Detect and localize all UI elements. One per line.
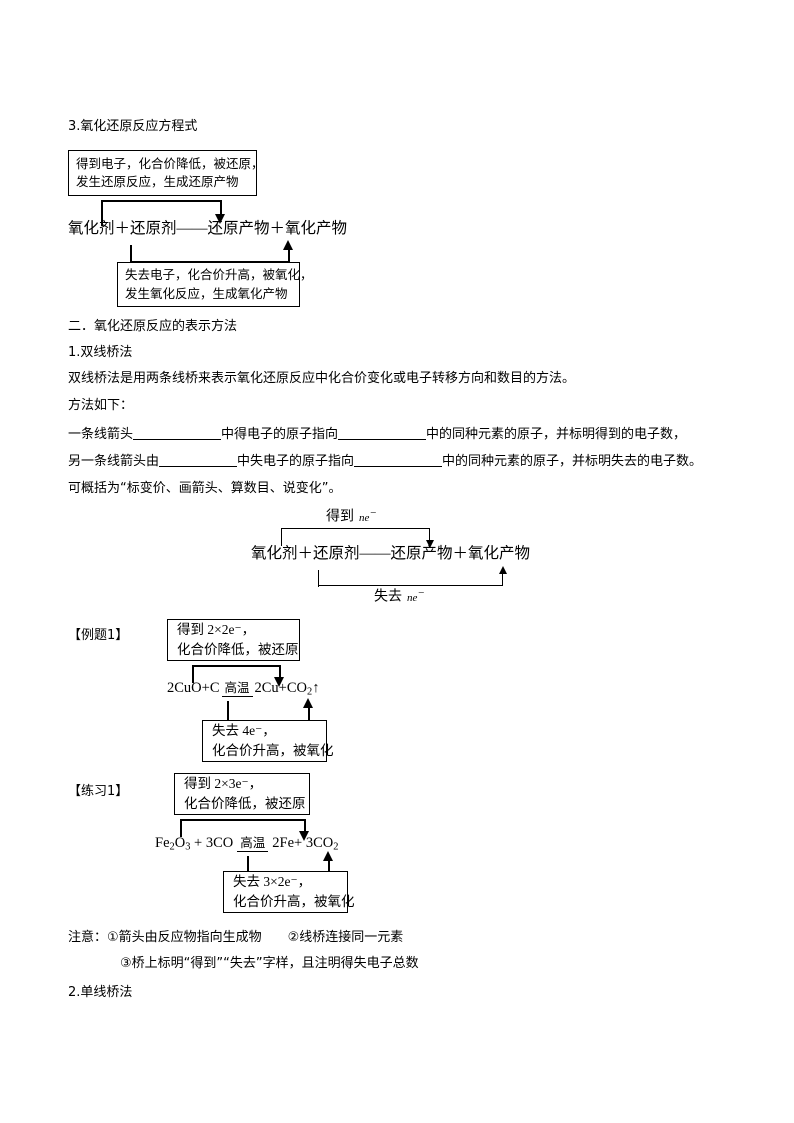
example-1-lose-line-2: 化合价升高，被氧化 (212, 743, 334, 758)
method-line-1-part-b: 中得电子的原子指向 (221, 427, 339, 442)
exercise-1-condition: 高温 (237, 836, 269, 852)
diagram2-gain-label: 得到 ne− (326, 508, 377, 525)
diagram2-lose-label: 失去 ne− (374, 588, 425, 605)
bridge-bottom-left-stem (130, 245, 132, 263)
reduction-description-box: 得到电子，化合价降低，被还原， 发生还原反应，生成还原产物 (68, 150, 264, 196)
exercise-1-top-horizontal (180, 819, 305, 821)
bridge-bottom-arrow-up-icon (283, 240, 293, 250)
method-line-1-blank-1[interactable] (133, 439, 222, 440)
diagram2-bottom-right-stem (502, 574, 504, 586)
diagram2-gain-text: 得到 (326, 509, 354, 525)
exercise-1-equation-right-sub: 2 (333, 841, 339, 853)
notes-line-2: ③桥上标明“得到”“失去”字样，且注明得失电子总数 (120, 956, 419, 971)
exercise-1-equation-mid: + 3CO (190, 835, 234, 851)
example-1-top-arrow-down-icon (274, 677, 284, 687)
method-line-2-part-a: 另一条线箭头由 (68, 454, 160, 469)
diagram2-gain-electrons: ne (359, 511, 370, 524)
exercise-1-lose-line-2: 化合价升高，被氧化 (233, 894, 355, 909)
example-1-label: 【例题1】 (68, 628, 129, 643)
example-1-top-left-stem (192, 665, 194, 683)
bridge-bottom-horizontal (130, 261, 289, 263)
method-summary-line: 可概括为“标变价、画箭头、算数目、说变化”。 (68, 481, 342, 496)
exercise-1-bottom-right-stem (328, 860, 330, 874)
diagram2-gain-charge: − (369, 507, 377, 519)
exercise-1-gain-line-1: 得到 2×3e⁻， (184, 776, 263, 792)
example-1-lose-box: 失去 4e⁻， 化合价升高，被氧化 (202, 720, 334, 762)
oxidation-description-line-1: 失去电子，化合价升高，被氧化， (125, 267, 313, 283)
example-1-lose-line-1: 失去 4e⁻， (212, 723, 276, 739)
diagram2-bottom-horizontal (318, 585, 503, 587)
exercise-1-bottom-left-stem (247, 856, 249, 875)
oxidation-description-box: 失去电子，化合价升高，被氧化， 发生氧化反应，生成氧化产物 (117, 262, 313, 307)
example-1-equation-right-sub: 2 (307, 686, 313, 698)
section-heading-2: 二．氧化还原反应的表示方法 (68, 319, 238, 334)
bridge-top-horizontal (101, 200, 221, 202)
exercise-1-top-right-stem (304, 819, 306, 833)
exercise-1-top-arrow-down-icon (299, 831, 309, 841)
example-1-bottom-left-stem (227, 701, 229, 722)
exercise-1-equation-right: 2Fe+ 3CO (272, 835, 334, 851)
diagram2-top-horizontal (281, 528, 430, 530)
exercise-1-lose-line-1: 失去 3×2e⁻， (233, 874, 312, 890)
example-1-top-horizontal (192, 665, 280, 667)
example-1-bottom-right-stem (308, 707, 310, 722)
diagram2-bottom-arrow-up-icon (499, 566, 507, 574)
exercise-1-lose-box: 失去 3×2e⁻， 化合价升高，被氧化 (223, 871, 355, 913)
example-1-equation-left: 2CuO+C (167, 680, 220, 696)
oxidation-description-line-2: 发生氧化反应，生成氧化产物 (125, 285, 288, 301)
method-line-1: 一条线箭头 中得电子的原子指向 中的同种元素的原子，并标明得到的电子数， (68, 428, 686, 441)
section-heading-3: 3.氧化还原反应方程式 (68, 119, 198, 134)
example-1-equation-right-prefix: 2Cu+CO (254, 680, 308, 696)
subsection-heading-single-bridge: 2.单线桥法 (68, 985, 133, 1000)
diagram2-lose-charge: − (417, 587, 425, 599)
exercise-1-gain-line-2: 化合价降低，被还原 (184, 796, 306, 811)
bridge-bottom-right-stem (288, 249, 290, 262)
redox-general-equation-1: 氧化剂＋还原剂——还原产物＋氧化产物 (68, 220, 348, 237)
redox-general-equation-2: 氧化剂＋还原剂——还原产物＋氧化产物 (251, 545, 531, 562)
exercise-1-gain-box: 得到 2×3e⁻， 化合价降低，被还原 (174, 773, 310, 815)
example-1-gain-line-1: 得到 2×2e⁻， (177, 622, 256, 638)
notes-line-1: 注意：①箭头由反应物指向生成物 ②线桥连接同一元素 (68, 930, 404, 945)
method-line-1-blank-2[interactable] (338, 439, 427, 440)
method-line-2-part-b: 中失电子的原子指向 (237, 454, 355, 469)
example-1-bottom-arrow-up-icon (303, 698, 313, 708)
exercise-1-bottom-arrow-up-icon (323, 851, 333, 861)
diagram2-bottom-left-stem (318, 570, 320, 587)
method-line-2-part-c: 中的同种元素的原子，并标明失去的电子数。 (442, 454, 703, 469)
exercise-1-top-left-stem (180, 819, 182, 837)
method-line-1-part-c: 中的同种元素的原子，并标明得到的电子数， (426, 427, 687, 442)
example-1-gain-box: 得到 2×2e⁻， 化合价降低，被还原 (167, 619, 300, 661)
method-line-1-part-a: 一条线箭头 (68, 427, 134, 442)
exercise-1-equation-fe: Fe (155, 835, 170, 851)
diagram2-top-left-stem (281, 528, 283, 546)
exercise-1-equation-o: O (174, 835, 186, 851)
bridge-top-left-stem (101, 200, 103, 226)
example-1-top-right-stem (279, 665, 281, 679)
subsection-heading-double-bridge: 1.双线桥法 (68, 345, 133, 360)
example-1-gain-line-2: 化合价降低，被还原 (177, 642, 299, 657)
diagram2-lose-electrons: ne (407, 591, 418, 604)
method-line-2: 另一条线箭头由 中失电子的原子指向 中的同种元素的原子，并标明失去的电子数。 (68, 455, 702, 468)
double-bridge-definition: 双线桥法是用两条线桥来表示氧化还原反应中化合价变化或电子转移方向和数目的方法。 (68, 371, 576, 386)
example-1-condition: 高温 (221, 681, 253, 697)
diagram2-top-arrow-down-icon (426, 540, 434, 548)
exercise-1-label: 【练习1】 (68, 784, 129, 799)
example-1-equation-right-suffix: ↑ (312, 680, 320, 696)
exercise-1-equation-o-sub: 3 (185, 841, 191, 853)
method-line-2-blank-1[interactable] (159, 466, 238, 467)
diagram2-lose-text: 失去 (374, 589, 402, 605)
bridge-top-arrow-down-icon (215, 214, 225, 224)
reduction-description-line-2: 发生还原反应，生成还原产物 (76, 174, 239, 189)
bridge-top-right-stem (220, 200, 222, 216)
diagram2-top-right-stem (429, 528, 431, 542)
reduction-description-line-1: 得到电子，化合价降低，被还原， (76, 155, 264, 171)
method-line-2-blank-2[interactable] (354, 466, 443, 467)
exercise-1-equation-fe-sub: 2 (169, 841, 175, 853)
method-label: 方法如下： (68, 398, 134, 413)
